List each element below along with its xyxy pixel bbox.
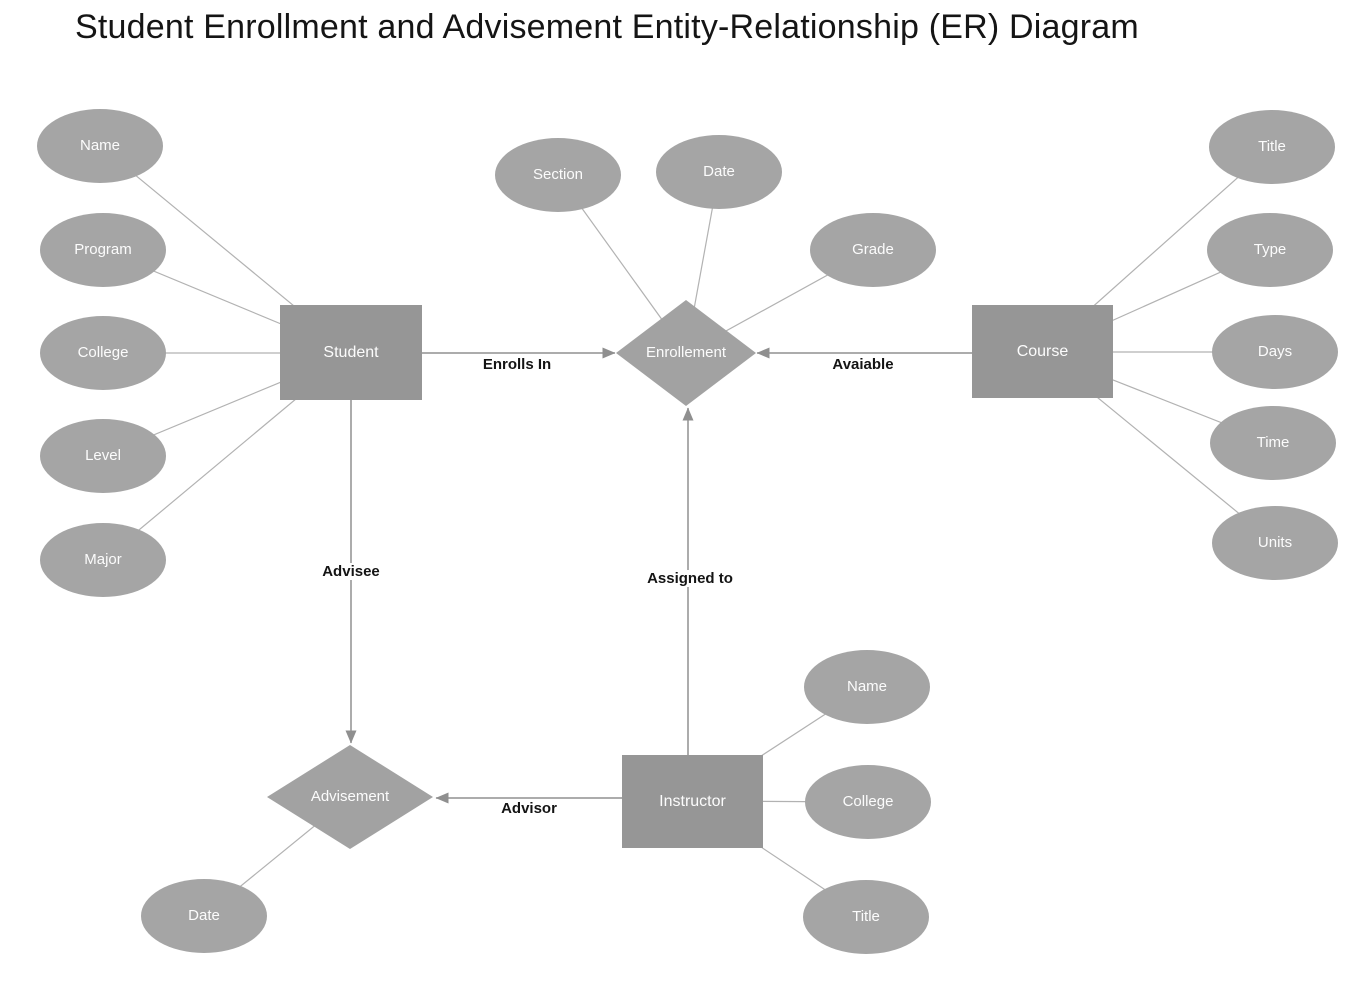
edge-label-advisor: Advisor xyxy=(497,800,561,817)
attribute-student-major[interactable]: Major xyxy=(40,523,166,597)
attribute-course-title[interactable]: Title xyxy=(1209,110,1335,184)
entity-student[interactable]: Student xyxy=(280,305,422,400)
diagram-title: Student Enrollment and Advisement Entity… xyxy=(75,8,1139,46)
attribute-student-level[interactable]: Level xyxy=(40,419,166,493)
attribute-student-college[interactable]: College xyxy=(40,316,166,390)
attribute-course-type[interactable]: Type xyxy=(1207,213,1333,287)
attribute-instructor-college[interactable]: College xyxy=(805,765,931,839)
attribute-enrollement-grade[interactable]: Grade xyxy=(810,213,936,287)
entity-instructor[interactable]: Instructor xyxy=(622,755,763,848)
attribute-instructor-name[interactable]: Name xyxy=(804,650,930,724)
attribute-enrollement-date[interactable]: Date xyxy=(656,135,782,209)
entity-course[interactable]: Course xyxy=(972,305,1113,398)
attribute-enrollement-section[interactable]: Section xyxy=(495,138,621,212)
edge-label-assigned-to: Assigned to xyxy=(643,570,737,587)
attribute-instructor-title[interactable]: Title xyxy=(803,880,929,954)
attribute-course-time[interactable]: Time xyxy=(1210,406,1336,480)
edge-label-advisee: Advisee xyxy=(318,563,384,580)
edge-label-avaiable: Avaiable xyxy=(828,356,898,373)
attribute-course-units[interactable]: Units xyxy=(1212,506,1338,580)
attribute-advisement-date[interactable]: Date xyxy=(141,879,267,953)
attribute-student-name[interactable]: Name xyxy=(37,109,163,183)
edge-label-enrolls-in: Enrolls In xyxy=(478,356,556,373)
attribute-course-days[interactable]: Days xyxy=(1212,315,1338,389)
attribute-student-program[interactable]: Program xyxy=(40,213,166,287)
